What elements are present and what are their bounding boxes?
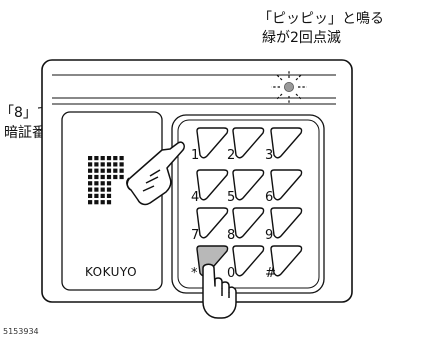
grille-dot (113, 174, 118, 180)
grille-dot (88, 181, 93, 186)
finger-pointing-icon (126, 141, 185, 206)
key-0[interactable]: 0 (227, 245, 265, 281)
grille-dot (100, 181, 105, 186)
serial-number: 5153934 (3, 327, 39, 336)
grille-dot (88, 174, 93, 180)
key-9[interactable]: 9 (265, 207, 303, 243)
key-3[interactable]: 3 (265, 127, 303, 163)
grille-dot (94, 193, 99, 198)
grille-dot (106, 181, 112, 186)
key-7[interactable]: 7 (191, 207, 229, 243)
grille-dot (100, 187, 105, 192)
grille-dot (100, 174, 105, 180)
grille-dot (106, 187, 112, 192)
key-label: 9 (265, 228, 273, 243)
beep-caption-line2: 緑が2回点滅 (262, 30, 341, 46)
grille-dot (88, 168, 93, 173)
grille-dot (106, 162, 112, 167)
grille-dot (119, 174, 124, 180)
grille-dot (88, 187, 93, 192)
keypad: 1 2 3 4 5 6 7 8 9 * 0 # (191, 127, 303, 281)
grille-dot (113, 168, 118, 173)
key-6[interactable]: 6 (265, 169, 303, 205)
grille-dot (94, 168, 99, 173)
brand-panel (61, 111, 163, 291)
grille-dot (106, 193, 112, 198)
key-label: 5 (227, 190, 235, 205)
key-label: 3 (265, 148, 273, 163)
grille-dot (100, 156, 105, 161)
key-label: 2 (227, 148, 235, 163)
key-2[interactable]: 2 (227, 127, 265, 163)
grille-dot (100, 168, 105, 173)
finger-pressing-icon (202, 263, 237, 319)
grille-dot (106, 200, 112, 205)
grille-dot (100, 200, 105, 205)
key-label: 6 (265, 190, 273, 205)
grille-dot (94, 156, 99, 161)
grille-dot (106, 156, 112, 161)
grille-dot (106, 168, 112, 173)
key-label: 1 (191, 148, 199, 163)
grille-dot (94, 200, 99, 205)
grille-dot (94, 181, 99, 186)
grille-dot (119, 162, 124, 167)
grille-dot (119, 156, 124, 161)
key-8[interactable]: 8 (227, 207, 265, 243)
grille-dot (94, 174, 99, 180)
grille-dot (113, 156, 118, 161)
grille-dot (119, 168, 124, 173)
grille-dot (100, 193, 105, 198)
key-label: 4 (191, 190, 199, 205)
grille-dot (88, 156, 93, 161)
grille-dot (94, 162, 99, 167)
keypad-frame-inner (177, 119, 320, 289)
grille-dot (106, 174, 112, 180)
grille-dot (94, 187, 99, 192)
key-1[interactable]: 1 (191, 127, 229, 163)
grille-dot (88, 193, 93, 198)
key-5[interactable]: 5 (227, 169, 265, 205)
key-label: * (191, 266, 198, 281)
grille-dot (100, 162, 105, 167)
speaker-grille-icon (88, 156, 124, 205)
grille-dot (113, 162, 118, 167)
key-label: 7 (191, 228, 199, 243)
beep-caption-line1: 「ピッピッ」と鳴る (258, 11, 384, 27)
key-4[interactable]: 4 (191, 169, 229, 205)
key-label: # (265, 266, 276, 281)
key-label: 8 (227, 228, 235, 243)
status-led-icon (271, 70, 307, 104)
key-label: 0 (227, 266, 235, 281)
key-hash[interactable]: # (265, 245, 303, 281)
grille-dot (88, 162, 93, 167)
brand-logo: KOKUYO (85, 265, 137, 279)
grille-dot (88, 200, 93, 205)
